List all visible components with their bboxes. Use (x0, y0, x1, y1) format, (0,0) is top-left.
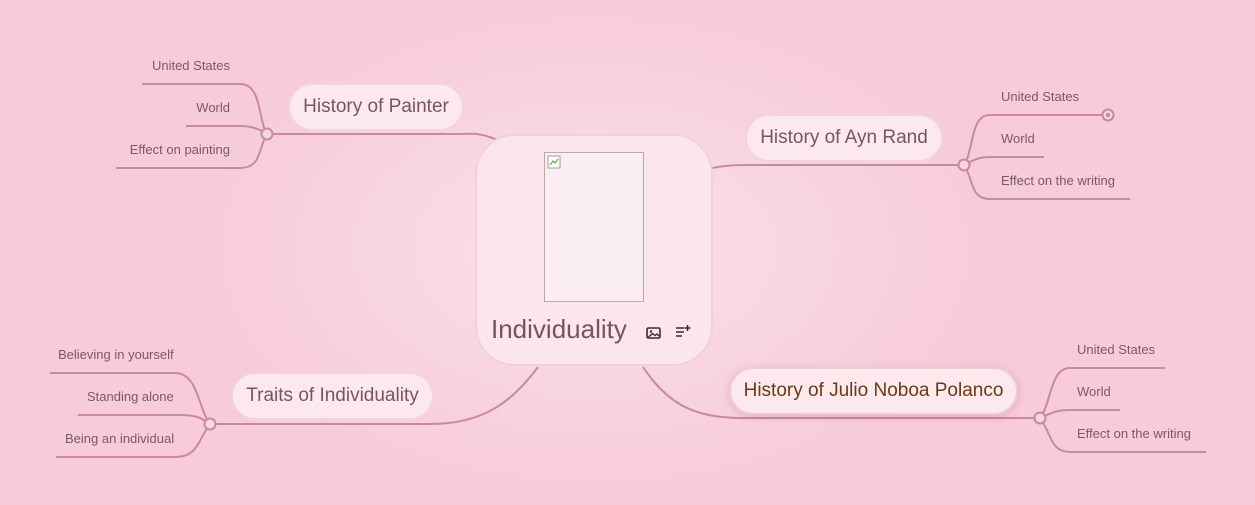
leaf-painter-united-states[interactable]: United States (151, 58, 230, 73)
central-title[interactable]: Individuality (491, 314, 627, 344)
leaf-julio-world[interactable]: World (1077, 384, 1111, 399)
image-icon[interactable] (645, 324, 663, 342)
leaf-painter-world[interactable]: World (196, 100, 230, 115)
leaf-julio-united-states[interactable]: United States (1077, 342, 1156, 357)
branch-history-of-ayn-rand[interactable]: History of Ayn Rand (745, 114, 943, 162)
central-image[interactable] (544, 152, 644, 302)
collapse-toggle-julio (1033, 411, 1047, 425)
leaf-ayn-rand-effect-on-the-writing[interactable]: Effect on the writing (1001, 173, 1115, 188)
leaf-julio-effect-on-the-writing[interactable]: Effect on the writing (1077, 426, 1191, 441)
collapse-toggle-traits (203, 417, 217, 431)
leaf-ayn-rand-united-states[interactable]: United States (1001, 89, 1080, 104)
broken-image-icon (547, 155, 561, 169)
leaf-standing-alone[interactable]: Standing alone (87, 389, 174, 404)
branch-traits-of-individuality[interactable]: Traits of Individuality (231, 372, 434, 420)
branch-history-of-painter[interactable]: History of Painter (288, 83, 464, 131)
leaf-ayn-rand-world[interactable]: World (1001, 131, 1035, 146)
add-notes-icon[interactable] (674, 323, 692, 341)
collapse-toggle-ayn-rand (957, 158, 971, 172)
collapse-toggle-painter (260, 127, 274, 141)
branch-history-of-julio-noboa-polanco[interactable]: History of Julio Noboa Polanco (729, 367, 1018, 415)
leaf-being-an-individual[interactable]: Being an individual (65, 431, 175, 446)
leaf-believing-in-yourself[interactable]: Believing in yourself (58, 347, 174, 362)
leaf-painter-effect-on-painting[interactable]: Effect on painting (129, 142, 230, 157)
